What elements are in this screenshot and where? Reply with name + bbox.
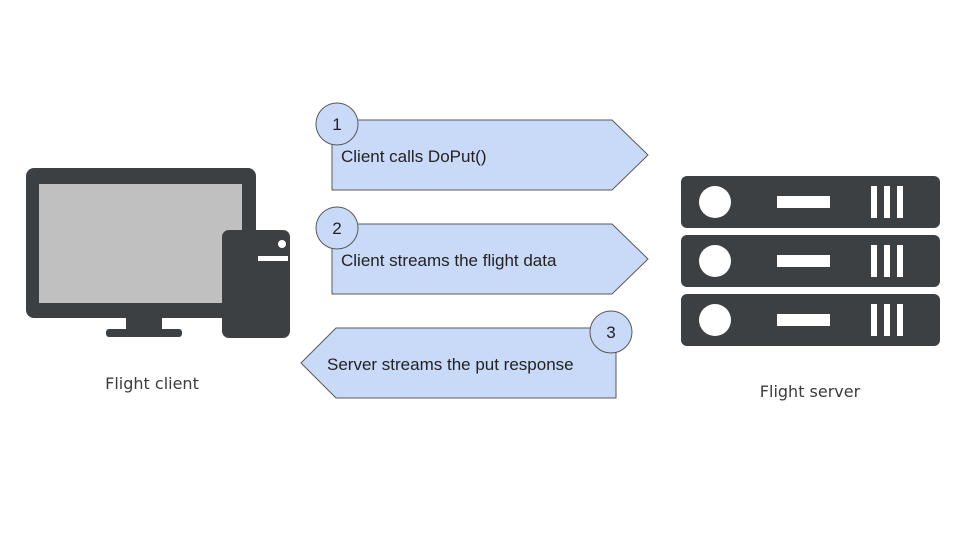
server-unit (681, 235, 940, 287)
server-label: Flight server (760, 382, 861, 401)
step-1-number: 1 (332, 115, 341, 134)
server-unit (681, 294, 940, 346)
step-1-arrow: 1 Client calls DoPut() (315, 102, 649, 191)
desktop-computer-icon (26, 168, 290, 338)
step-3-text: Server streams the put response (327, 355, 574, 374)
step-2-badge (315, 206, 359, 250)
step-2-arrow: 2 Client streams the flight data (315, 206, 649, 295)
step-1-text: Client calls DoPut() (341, 147, 487, 166)
tower-power-button (278, 240, 286, 248)
step-3-number: 3 (606, 323, 615, 342)
step-3-arrow: 3 Server streams the put response (300, 310, 633, 399)
client-label: Flight client (105, 374, 199, 393)
step-1-badge (315, 102, 359, 146)
step-2-arrow-shape (331, 223, 649, 295)
server-unit (681, 176, 940, 228)
step-1-arrow-shape (331, 119, 649, 191)
tower-slot (258, 256, 288, 261)
monitor-neck (126, 318, 162, 330)
step-2-number: 2 (332, 219, 341, 238)
step-3-badge (589, 310, 633, 354)
step-3-arrow-shape (300, 327, 617, 399)
step-2-text: Client streams the flight data (341, 251, 557, 270)
monitor-base (106, 329, 182, 337)
server-rack-icon (681, 176, 940, 346)
monitor-screen (39, 184, 242, 303)
